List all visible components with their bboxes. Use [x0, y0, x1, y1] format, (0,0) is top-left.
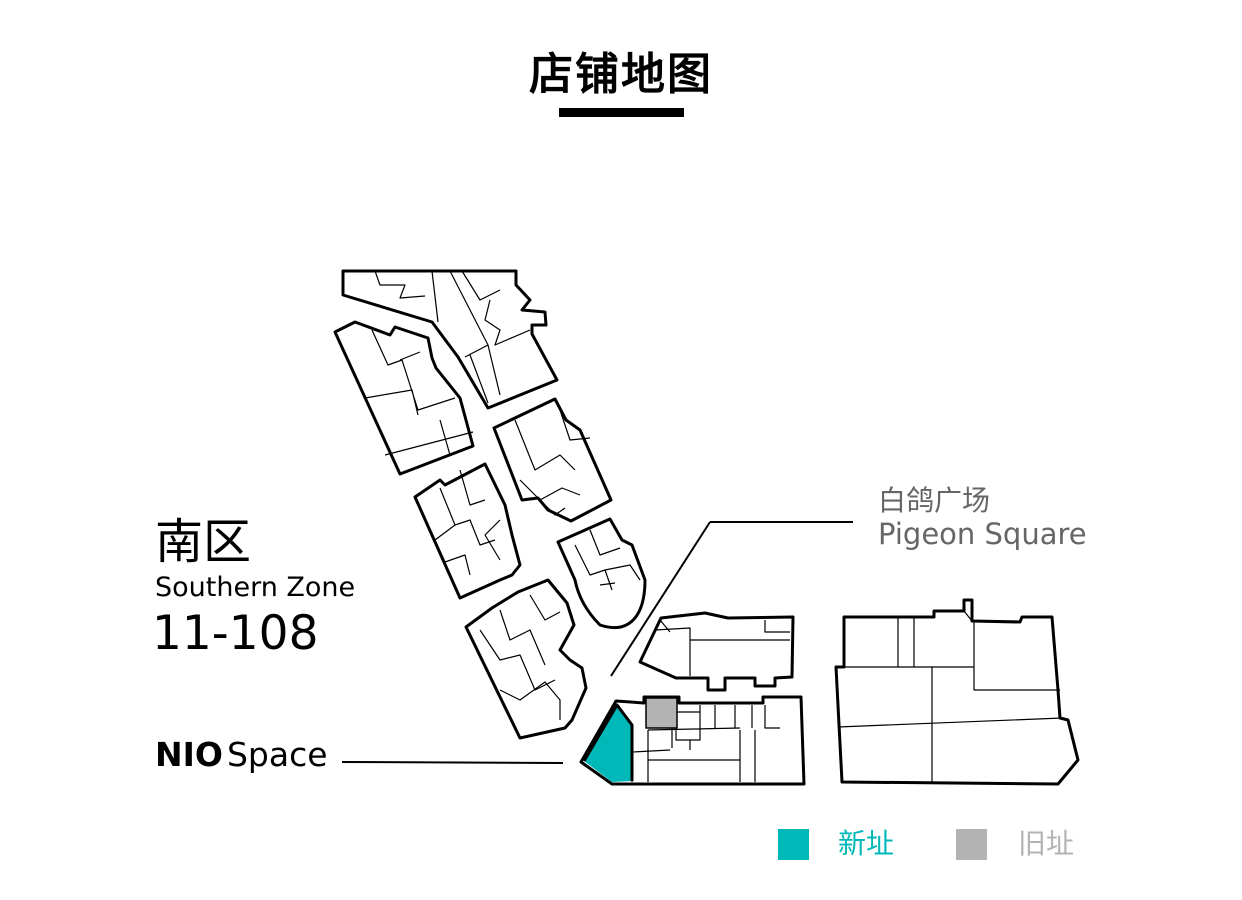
brand-bold: NIO: [155, 735, 223, 774]
zone-name-zh: 南区: [155, 514, 252, 570]
landmark-name-zh: 白鸽广场: [878, 484, 991, 517]
nio-space-new-location: [584, 705, 632, 782]
map-block-west-upper: [333, 320, 475, 476]
brand-light: Space: [226, 735, 328, 774]
legend-swatch-old: [956, 829, 987, 860]
map-block-north: [341, 269, 559, 410]
map-block-rounded: [556, 517, 647, 630]
page-title: 店铺地图: [529, 49, 713, 100]
zone-name-en: Southern Zone: [155, 572, 356, 603]
map-block-nio-space: [579, 695, 806, 786]
nio-space-old-location: [645, 697, 678, 729]
map-block-middle-east: [492, 397, 613, 523]
legend-label-new: 新址: [838, 827, 895, 860]
store-number: 11-108: [152, 606, 319, 661]
landmark-name-en: Pigeon Square: [878, 517, 1087, 551]
map-block-pigeon-square: [638, 611, 795, 692]
map-block-west-middle: [413, 462, 522, 600]
nio-space-leader-line: [341, 761, 564, 764]
map-block-east: [834, 598, 1080, 786]
map-block-west-lower: [464, 578, 588, 740]
legend-label-old: 旧址: [1018, 827, 1075, 860]
title-underline: [559, 108, 684, 117]
legend-swatch-new: [778, 829, 809, 860]
pigeon-square-leader-line: [610, 521, 711, 677]
